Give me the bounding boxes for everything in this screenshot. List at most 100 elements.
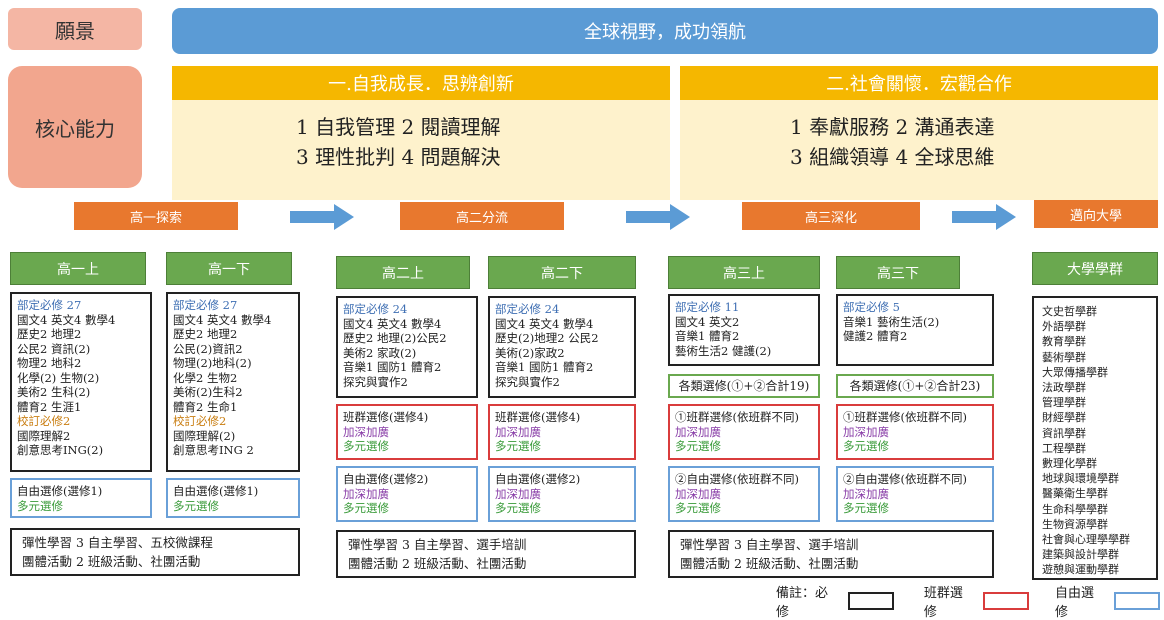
university-group: 外語學群 xyxy=(1042,320,1086,334)
university-group: 文史哲學群 xyxy=(1042,305,1097,318)
arrow-right-icon xyxy=(626,204,690,230)
university-group: 藝術學群 xyxy=(1042,350,1086,364)
elective-sub: 加深加廣 xyxy=(495,424,541,439)
course-line: 健護2 體育2 xyxy=(843,329,908,343)
course-line: 美術(2)家政2 xyxy=(495,345,565,360)
course-line: 歷史2 地理2 xyxy=(17,327,82,341)
flexible-line: 團體活動 2 班級活動、社團活動 xyxy=(680,556,859,571)
free-elective-g10-2: 自由選修(選修1) 多元選修 xyxy=(166,478,300,518)
free-elective-g12-2: ②自由選修(依班群不同) 加深加廣 多元選修 xyxy=(836,466,994,522)
course-line: 物理2 地科2 xyxy=(17,356,82,370)
elective-sub: 多元選修 xyxy=(343,439,389,453)
competency-line: 3 理性批判 4 問題解決 xyxy=(296,145,501,169)
stage-grade12: 高三深化 xyxy=(742,202,920,230)
course-line: 國文4 英文4 數學4 xyxy=(17,312,116,327)
flexible-box-g11: 彈性學習 3 自主學習、選手培訓 團體活動 2 班級活動、社團活動 xyxy=(336,530,636,578)
elective-sub: 多元選修 xyxy=(843,439,889,453)
elective-title: 自由選修(選修1) xyxy=(173,484,259,498)
competency-group-2: 二.社會關懷．宏觀合作 1 奉獻服務 2 溝通表達 3 組織領導 4 全球思維 xyxy=(680,66,1158,200)
class-elective-g12-1: ①班群選修(依班群不同) 加深加廣 多元選修 xyxy=(668,404,820,460)
course-line: 音樂1 國防1 體育2 xyxy=(495,360,594,374)
semester-g10-2: 高一下 xyxy=(166,252,292,285)
elective-sub: 加深加廣 xyxy=(843,486,889,501)
course-line: 探究與實作2 xyxy=(343,374,408,389)
university-group: 工程學群 xyxy=(1042,441,1086,455)
flexible-line: 團體活動 2 班級活動、社團活動 xyxy=(348,556,527,571)
legend-free-swatch xyxy=(1114,592,1160,610)
course-line: 音樂1 體育2 xyxy=(675,329,740,343)
free-elective-g11-1: 自由選修(選修2) 加深加廣 多元選修 xyxy=(336,466,478,522)
elective-sub: 多元選修 xyxy=(343,501,389,515)
elective-sub: 多元選修 xyxy=(675,501,721,515)
course-line: 國文4 英文4 數學4 xyxy=(173,312,272,327)
stage-university: 邁向大學 xyxy=(1034,200,1158,228)
required-title: 部定必修 24 xyxy=(495,302,560,316)
course-line: 化學(2) 生物(2) xyxy=(17,370,100,385)
semester-g12-1: 高三上 xyxy=(668,256,820,289)
course-line: 國文4 英文4 數學4 xyxy=(343,316,442,331)
legend: 備註：必修 班群選修 自由選修 xyxy=(776,586,1160,620)
competency-line: 1 自我管理 2 閱讀理解 xyxy=(296,115,501,139)
university-group: 生命科學學群 xyxy=(1042,502,1108,516)
course-line: 國際理解(2) xyxy=(173,428,236,443)
elective-sub: 加深加廣 xyxy=(343,486,389,501)
required-title: 部定必修 11 xyxy=(675,300,740,314)
competency-group-2-title: 二.社會關懷．宏觀合作 xyxy=(680,66,1158,100)
elective-total-g12-1: 各類選修(①+②合計19) xyxy=(668,374,820,398)
flexible-line: 彈性學習 3 自主學習、五校微課程 xyxy=(22,535,213,550)
course-line: 藝術生活2 健護(2) xyxy=(675,343,772,358)
university-group: 醫藥衛生學群 xyxy=(1042,487,1108,501)
stage-grade10: 高一探索 xyxy=(74,202,238,230)
course-line: 創意思考ING(2) xyxy=(17,443,104,457)
arrow-right-icon xyxy=(952,204,1016,230)
competency-line: 3 組織領導 4 全球思維 xyxy=(790,145,995,169)
elective-sub: 加深加廣 xyxy=(495,486,541,501)
competency-group-2-body: 1 奉獻服務 2 溝通表達 3 組織領導 4 全球思維 xyxy=(680,100,1158,200)
course-line: 國文4 英文4 數學4 xyxy=(495,316,594,331)
flexible-line: 團體活動 2 班級活動、社團活動 xyxy=(22,554,201,569)
university-group: 財經學群 xyxy=(1042,411,1086,425)
university-group: 生物資源學群 xyxy=(1042,517,1108,531)
free-elective-g11-2: 自由選修(選修2) 加深加廣 多元選修 xyxy=(488,466,636,522)
course-line: 公民(2)資訊2 xyxy=(173,341,243,356)
elective-title: 班群選修(選修4) xyxy=(495,410,581,424)
course-line: 歷史2 地理(2)公民2 xyxy=(343,331,447,345)
required-box-g10-2: 部定必修 27 國文4 英文4 數學4 歷史2 地理2 公民(2)資訊2 物理(… xyxy=(166,292,300,472)
semester-g10-1: 高一上 xyxy=(10,252,146,285)
required-box-g11-1: 部定必修 24 國文4 英文4 數學4 歷史2 地理(2)公民2 美術2 家政(… xyxy=(336,296,478,398)
elective-title: 自由選修(選修2) xyxy=(343,472,429,486)
elective-sub: 多元選修 xyxy=(675,439,721,453)
required-box-g12-1: 部定必修 11 國文4 英文2 音樂1 體育2 藝術生活2 健護(2) xyxy=(668,294,820,366)
university-group: 管理學群 xyxy=(1042,396,1086,410)
elective-sub: 加深加廣 xyxy=(675,486,721,501)
elective-title: ①班群選修(依班群不同) xyxy=(843,410,967,424)
elective-title: ②自由選修(依班群不同) xyxy=(843,472,967,486)
flexible-line: 彈性學習 3 自主學習、選手培訓 xyxy=(680,537,859,552)
course-line: 美術(2)生科2 xyxy=(173,385,243,399)
arrow-right-icon xyxy=(290,204,354,230)
required-box-g11-2: 部定必修 24 國文4 英文4 數學4 歷史(2)地理2 公民2 美術(2)家政… xyxy=(488,296,636,398)
course-line: 美術2 生科(2) xyxy=(17,385,91,399)
course-line: 國際理解2 xyxy=(17,428,71,443)
university-group: 數理化學群 xyxy=(1042,457,1097,471)
university-group: 資訊學群 xyxy=(1042,426,1086,440)
university-groups-list: 文史哲學群 外語學群 教育學群 藝術學群 大眾傳播學群 法政學群 管理學群 財經… xyxy=(1032,296,1158,580)
legend-free-label: 自由選修 xyxy=(1054,586,1094,620)
course-line: 歷史(2)地理2 公民2 xyxy=(495,331,599,345)
university-group: 建築與設計學群 xyxy=(1042,548,1119,562)
elective-title: 自由選修(選修1) xyxy=(17,484,103,498)
course-line: 公民2 資訊(2) xyxy=(17,341,91,356)
class-elective-g11-1: 班群選修(選修4) 加深加廣 多元選修 xyxy=(336,404,478,460)
elective-sub: 加深加廣 xyxy=(343,424,389,439)
stage-grade11: 高二分流 xyxy=(400,202,564,230)
elective-sub: 加深加廣 xyxy=(675,424,721,439)
legend-class-label: 班群選修 xyxy=(923,586,963,620)
required-box-g12-2: 部定必修 5 音樂1 藝術生活(2) 健護2 體育2 xyxy=(836,294,994,366)
school-required-title: 校訂必修2 xyxy=(17,414,71,428)
semester-g12-2: 高三下 xyxy=(836,256,960,289)
competency-group-1-title: 一.自我成長．思辨創新 xyxy=(172,66,670,100)
competency-line: 1 奉獻服務 2 溝通表達 xyxy=(790,115,995,139)
competency-group-1-body: 1 自我管理 2 閱讀理解 3 理性批判 4 問題解決 xyxy=(172,100,670,200)
semester-g11-2: 高二下 xyxy=(488,256,636,289)
elective-sub: 多元選修 xyxy=(173,498,219,513)
